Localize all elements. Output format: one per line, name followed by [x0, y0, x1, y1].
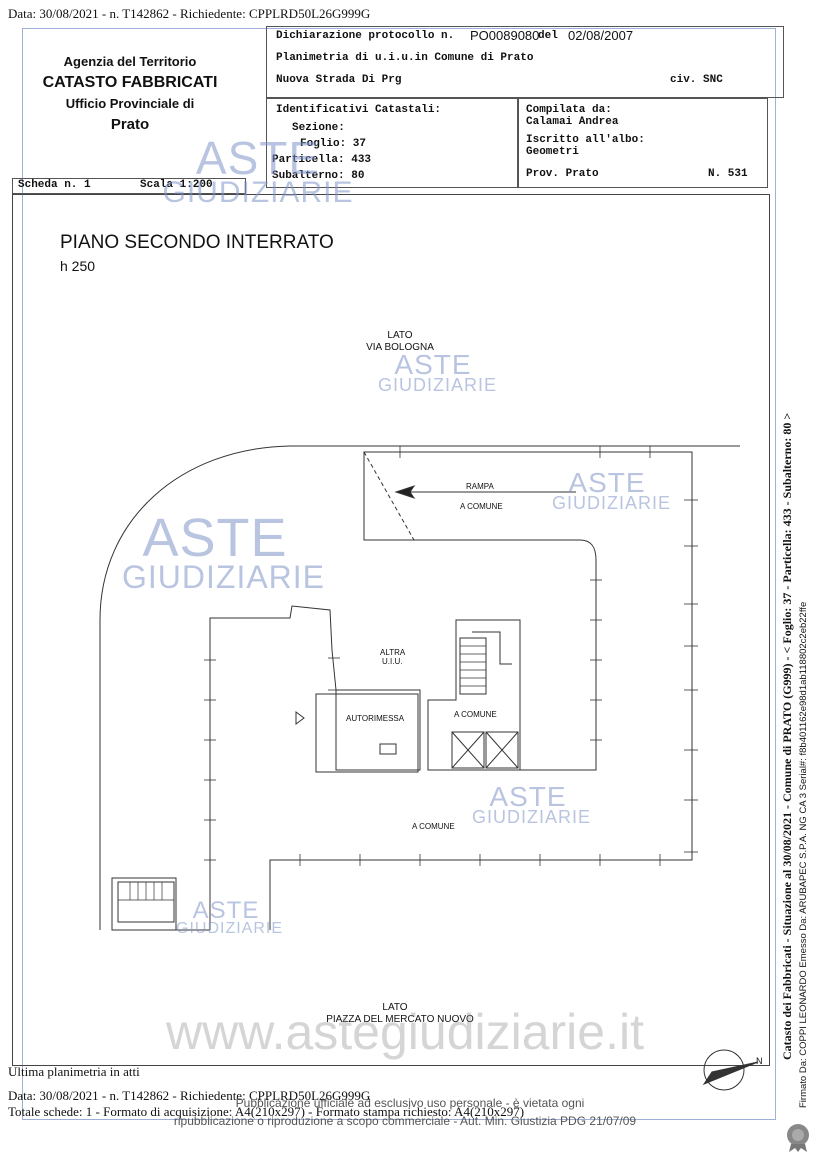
watermark-giudiziarie-text: GIUDIZIARIE	[472, 807, 592, 828]
header-request-line: Data: 30/08/2021 - n. T142862 - Richiede…	[8, 6, 371, 21]
watermark-aste-text: ASTE	[568, 467, 646, 498]
protocol-del: del	[538, 30, 558, 42]
foglio: Foglio: 37	[300, 138, 367, 150]
albo: Geometri	[526, 146, 579, 158]
civic-number: civ. SNC	[670, 74, 723, 86]
north-label: N	[756, 1056, 763, 1066]
protocol-label: Dichiarazione protocollo n.	[276, 30, 455, 42]
watermark-aste-text: ASTE	[195, 132, 321, 184]
identificativi-box	[266, 98, 518, 188]
identificativi-title: Identificativi Catastali:	[276, 104, 442, 116]
iscrizione-number: N. 531	[708, 168, 748, 180]
plan-height: h 250	[60, 258, 96, 274]
watermark-aste: ASTE GIUDIZIARIE	[472, 781, 592, 828]
planimetria-line: Planimetria di u.i.u.in Comune di Prato	[276, 52, 534, 64]
watermark-giudiziarie-text: GIUDIZIARIE	[162, 176, 354, 210]
agency-catasto: CATASTO FABBRICATI	[42, 74, 218, 91]
scheda-box	[12, 178, 246, 194]
watermark-aste-text: ASTE	[489, 781, 567, 812]
north-arrow	[702, 1049, 759, 1091]
rampa-comune-label: A COMUNE	[460, 502, 503, 511]
footer-totale: Totale schede: 1 - Formato di acquisizio…	[8, 1104, 525, 1119]
watermark-aste: ASTE GIUDIZIARIE	[176, 897, 284, 937]
stair-comune-label: A COMUNE	[454, 710, 497, 719]
watermark-giudiziarie-text: GIUDIZIARIE	[552, 493, 672, 514]
compilata-title: Compilata da:	[526, 104, 612, 116]
plan-frame	[12, 194, 770, 1066]
sezione: Sezione:	[292, 122, 345, 134]
watermark-site: www.astegiudiziarie.it	[166, 1004, 644, 1060]
lato-bottom-label: LATO	[382, 1002, 408, 1013]
scheda-number: Scheda n. 1	[18, 179, 91, 191]
watermark-aste: ASTE GIUDIZIARIE	[158, 132, 358, 210]
lato-bottom-street: PIAZZA DEL MERCATO NUOVO	[326, 1014, 474, 1025]
watermark-aste: ASTE GIUDIZIARIE	[122, 508, 326, 595]
watermark-giudiziarie-text: GIUDIZIARIE	[378, 375, 498, 396]
agency-city: Prato	[110, 116, 150, 133]
main-comune-label: A COMUNE	[412, 822, 455, 831]
agency-office: Ufficio Provinciale di	[65, 96, 195, 111]
footer-data-line: Data: 30/08/2021 - n. T142862 - Richiede…	[8, 1088, 371, 1103]
watermark-giudiziarie-text: GIUDIZIARIE	[122, 558, 326, 595]
ultima-planimetria: Ultima planimetria in atti	[8, 1064, 140, 1079]
rampa-label: RAMPA	[466, 482, 494, 491]
outer-frame	[22, 28, 776, 1120]
subalterno: Subalterno: 80	[272, 170, 365, 182]
agency-name: Agenzia del Territorio	[63, 54, 197, 69]
footer-publication-2: ripubblicazione o riproduzione a scopo c…	[173, 1114, 637, 1128]
watermark-aste-text: ASTE	[142, 508, 288, 568]
compilata-box	[518, 98, 768, 188]
autorimessa-label: AUTORIMESSA	[346, 714, 405, 723]
watermark-aste: ASTE GIUDIZIARIE	[552, 467, 672, 514]
provincia: Prov. Prato	[526, 168, 599, 180]
footer-publication-1: Pubblicazione ufficiale ad esclusivo uso…	[235, 1096, 585, 1110]
iscritto-label: Iscritto all'albo:	[526, 134, 645, 146]
altra-uiu-label-2: U.I.U.	[382, 657, 403, 666]
protocol-date: 02/08/2007	[568, 28, 634, 43]
altra-uiu-label-1: ALTRA	[380, 648, 406, 657]
seal-icon	[787, 1124, 809, 1152]
watermark-aste-text: ASTE	[394, 349, 472, 380]
side-signature-text: Firmato Da: COPPI LEONARDO Emesso Da: AR…	[798, 601, 809, 1108]
plan-title: PIANO SECONDO INTERRATO	[60, 232, 334, 253]
scala: Scala 1:200	[140, 179, 213, 191]
watermark-aste-text: ASTE	[192, 897, 260, 924]
compilata-name: Calamai Andrea	[526, 116, 619, 128]
protocol-number: PO0089080	[470, 28, 540, 43]
protocol-box	[266, 26, 784, 98]
lato-top-label: LATO	[387, 330, 413, 341]
watermark-giudiziarie-text: GIUDIZIARIE	[176, 919, 284, 937]
watermark-aste: ASTE GIUDIZIARIE	[378, 349, 498, 396]
particella: Particella: 433	[272, 154, 372, 166]
lato-top-street: VIA BOLOGNA	[366, 342, 434, 353]
address-line: Nuova Strada Di Prg	[276, 74, 402, 86]
side-catasto-text: Catasto dei Fabbricati - Situazione al 3…	[780, 412, 794, 1060]
